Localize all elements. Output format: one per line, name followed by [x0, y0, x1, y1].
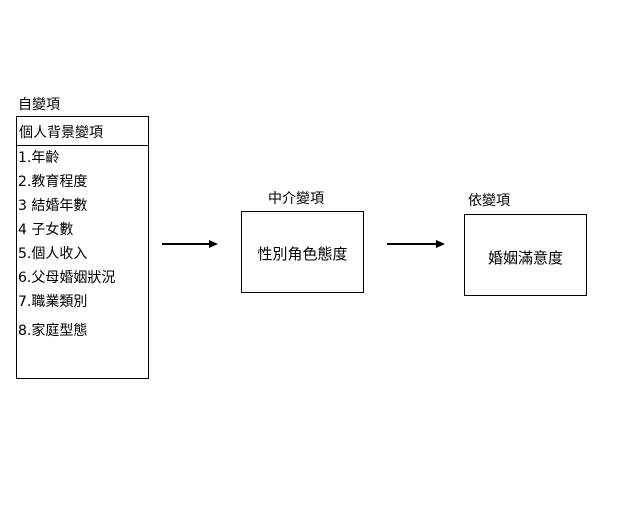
list-item-education: 2.教育程度	[18, 174, 88, 190]
mediator-variable-text: 性別角色態度	[257, 245, 348, 263]
list-item-marriage-years: 3 結婚年數	[18, 198, 88, 214]
independent-variable-heading: 自變項	[18, 97, 60, 113]
dependent-variable-heading: 依變項	[468, 193, 510, 209]
list-item-children: 4 子女數	[18, 222, 74, 238]
arrow-independent-to-mediator	[162, 240, 218, 248]
list-item-occupation: 7.職業類別	[18, 294, 88, 310]
independent-variable-box-title: 個人背景變項	[17, 117, 148, 146]
arrow-mediator-to-dependent	[387, 240, 445, 248]
list-item-family-type: 8.家庭型態	[18, 323, 88, 339]
independent-variable-box: 個人背景變項 1.年齡 2.教育程度 3 結婚年數 4 子女數 5.個人收入 6…	[16, 116, 149, 379]
list-item-parents-marriage: 6.父母婚姻狀況	[18, 270, 116, 286]
list-item-age: 1.年齡	[18, 150, 60, 166]
dependent-variable-text: 婚姻滿意度	[487, 249, 563, 267]
mediator-variable-box: 性別角色態度	[241, 211, 364, 293]
dependent-variable-box: 婚姻滿意度	[464, 214, 587, 296]
mediator-variable-heading: 中介變項	[268, 191, 324, 207]
list-item-income: 5.個人收入	[18, 246, 88, 262]
